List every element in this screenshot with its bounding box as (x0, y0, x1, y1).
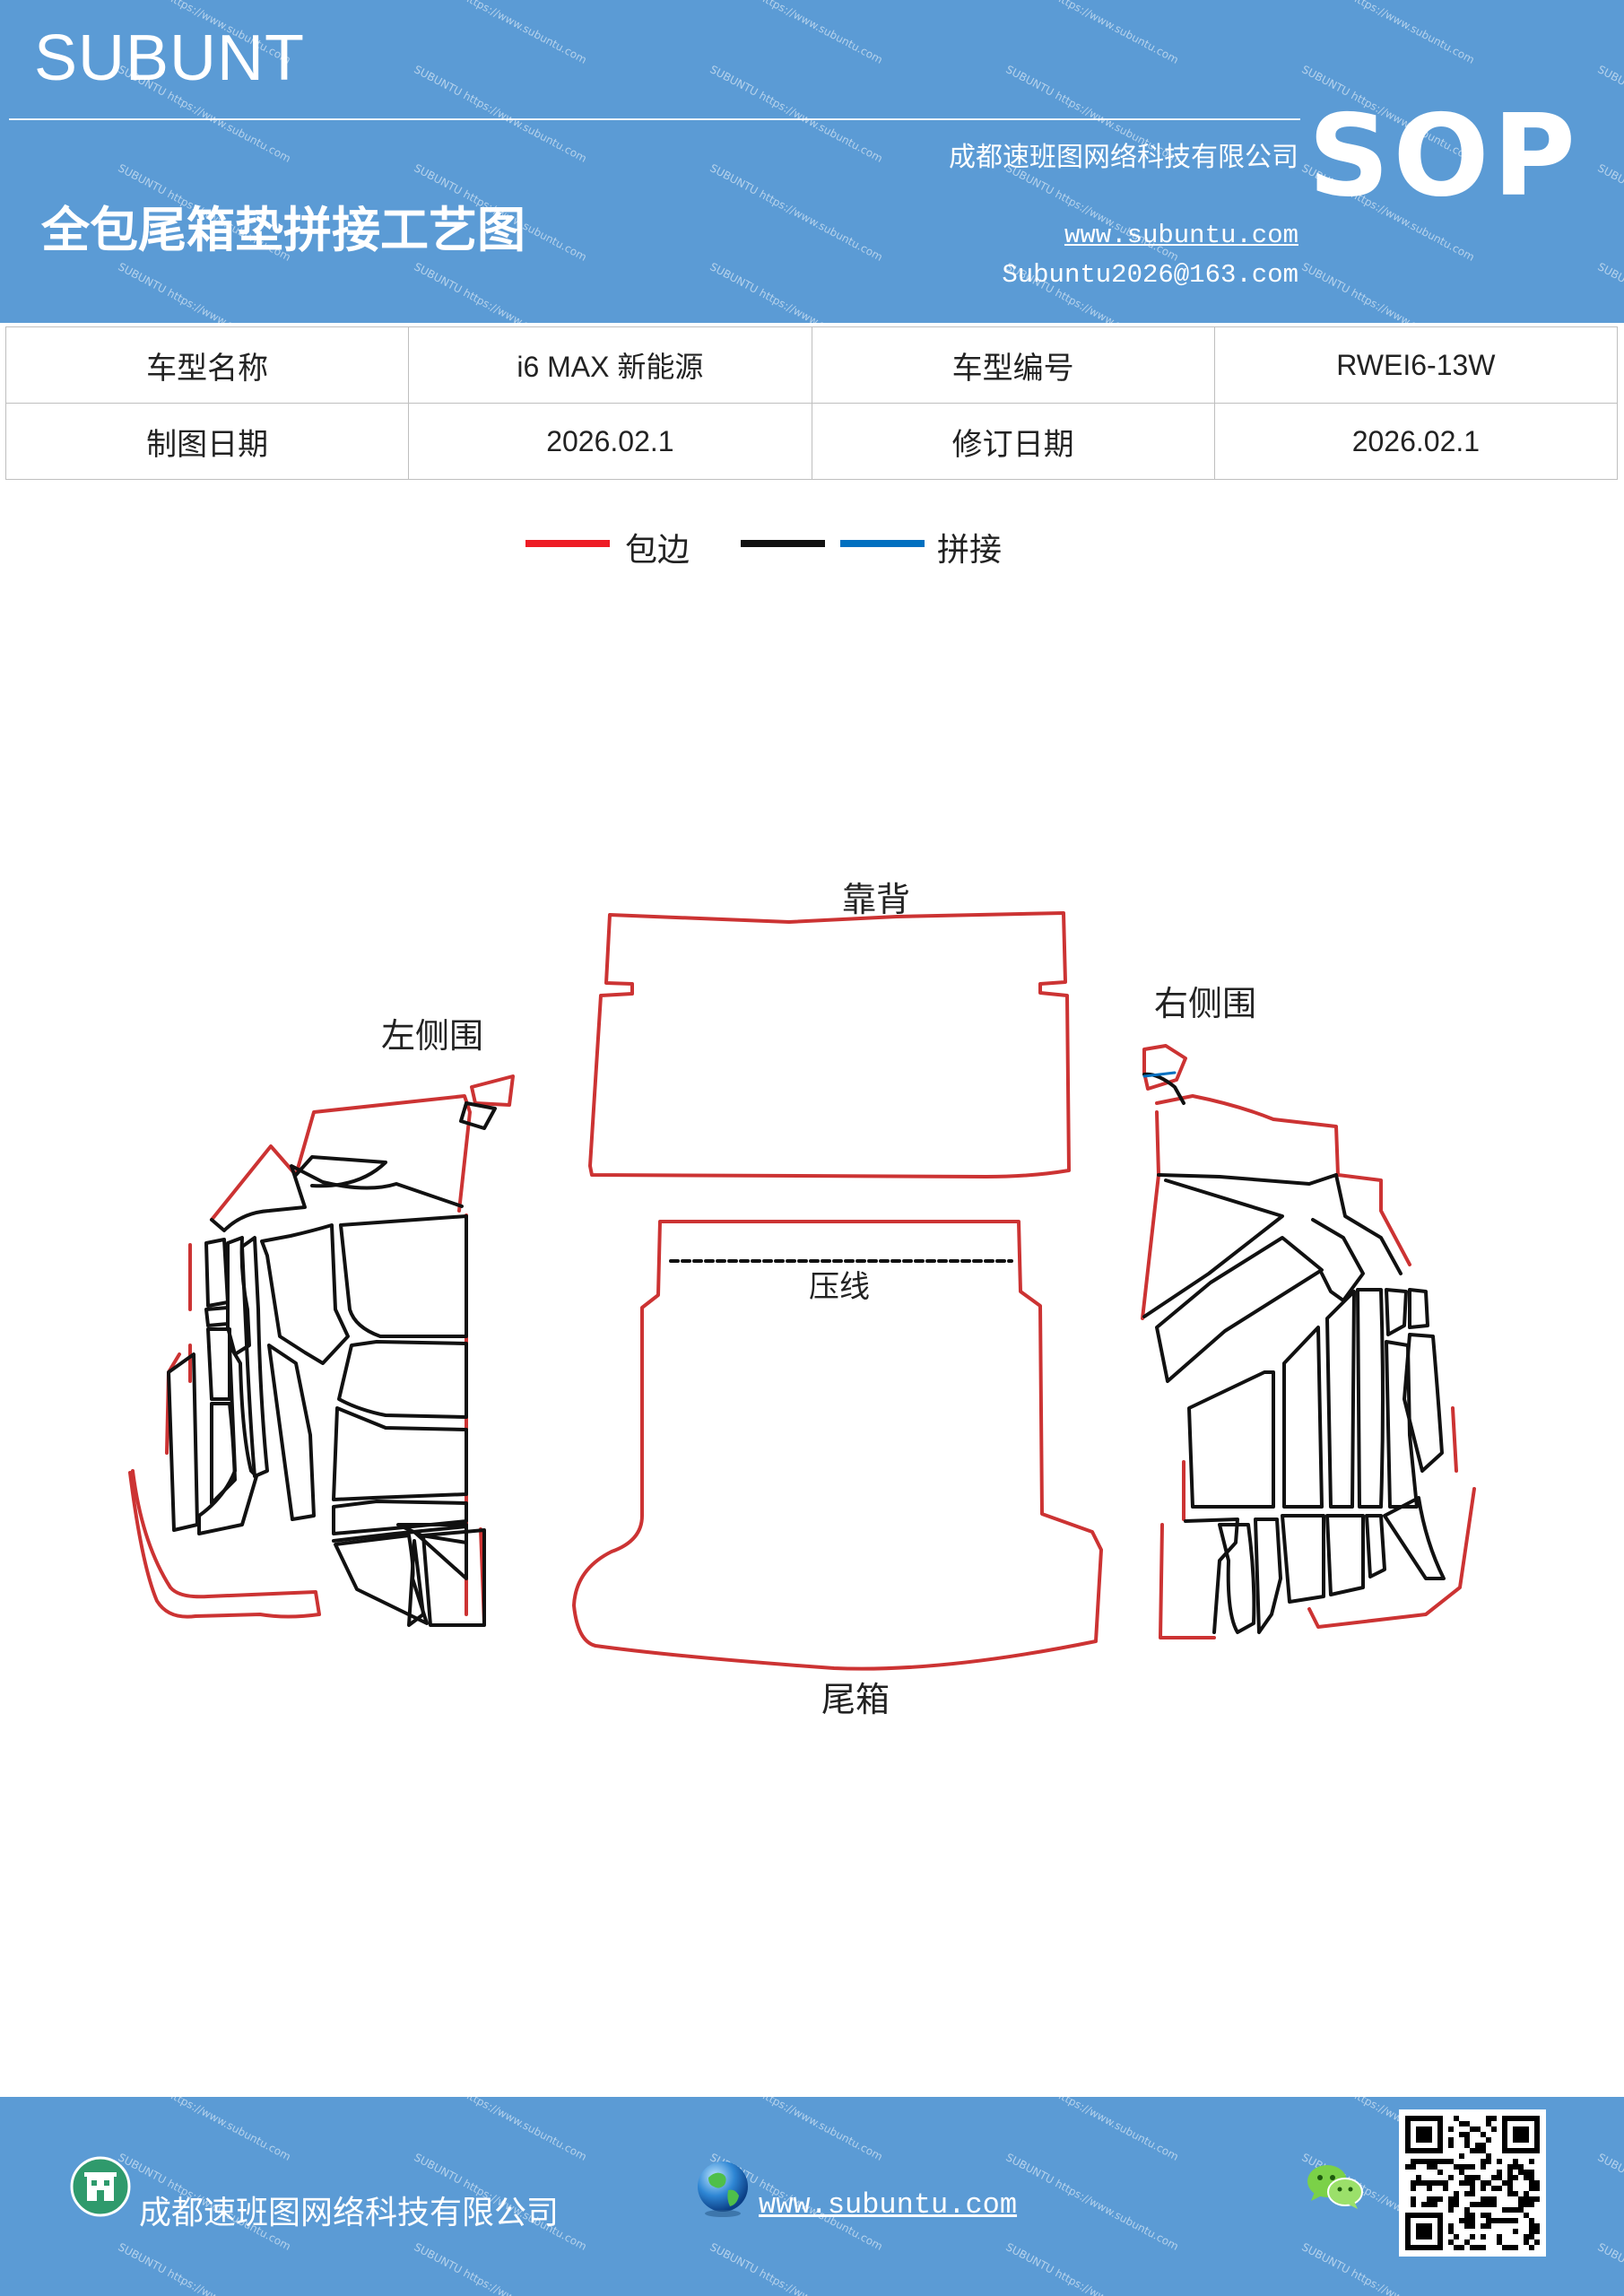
model-code-value: RWEI6-13W (1213, 326, 1619, 404)
legend-edge-swatch (525, 540, 610, 547)
sop-badge: SOP (1307, 90, 1579, 222)
brand-logo: SUBUNT (34, 22, 306, 94)
email-address: Subuntu2026@163.com (1002, 260, 1298, 290)
header-divider (9, 118, 1300, 120)
footer-website-link[interactable]: www.subuntu.com (759, 2188, 1018, 2222)
backrest-piece (588, 911, 1071, 1178)
crease-label: 压线 (809, 1269, 870, 1305)
legend-seam-label: 拼接 (937, 532, 1003, 569)
watermark-text: SUBUNTU https://www.subuntu.com (412, 2240, 589, 2296)
watermark-text: SUBUNTU https://www.subuntu.com (1003, 2151, 1181, 2253)
draw-date-label: 制图日期 (4, 403, 410, 480)
left-side-seams (167, 1101, 497, 1627)
legend-seam-blue-swatch (840, 540, 925, 547)
right-side-lower-edge (1159, 1460, 1216, 1639)
vehicle-info-table: 车型名称 i6 MAX 新能源 车型编号 RWEI6-13W 制图日期 2026… (4, 326, 1619, 480)
footer-company-name: 成都速班图网络科技有限公司 (139, 2195, 560, 2231)
model-name-label: 车型名称 (4, 326, 410, 404)
wechat-icon[interactable] (1304, 2160, 1367, 2213)
right-side-seams (1142, 1072, 1446, 1634)
right-side-front-edge (1141, 1110, 1476, 1629)
watermark-text: SUBUNTU https://www.subuntu.com (116, 2240, 293, 2296)
left-side-outer-edge (128, 1469, 321, 1619)
table-row: 车型名称 i6 MAX 新能源 车型编号 RWEI6-13W (4, 326, 1619, 404)
watermark-text: SUBUNTU https://www.subuntu.com (412, 2097, 589, 2163)
table-row: 制图日期 2026.02.1 修订日期 2026.02.1 (4, 403, 1619, 480)
globe-icon (698, 2161, 748, 2217)
legend-edge-label: 包边 (625, 532, 690, 569)
left-side-upper-edge (210, 1094, 472, 1222)
right-side-inner-edge (1142, 1044, 1187, 1091)
watermark-text: SUBUNTU https://www.subuntu.com (1595, 2240, 1624, 2296)
right-side-label: 右侧围 (1154, 984, 1256, 1023)
left-side-label: 左侧围 (381, 1016, 483, 1056)
draw-date-value: 2026.02.1 (408, 403, 812, 480)
building-icon (70, 2156, 131, 2217)
trunk-label: 尾箱 (821, 1680, 890, 1719)
legend-seam-black-swatch (741, 540, 825, 547)
watermark-text: SUBUNTU https://www.subuntu.com (708, 2097, 885, 2163)
watermark-text: SUBUNTU https://www.subuntu.com (708, 2240, 885, 2296)
backrest-label: 靠背 (842, 880, 910, 919)
qr-code-pattern (1405, 2116, 1540, 2250)
watermark-text: SUBUNTU https://www.subuntu.com (1595, 2151, 1624, 2253)
left-side-tab-edge (470, 1074, 515, 1107)
blue-seam-hint (1142, 1071, 1177, 1078)
legend: 包边 拼接 (0, 520, 1624, 574)
revision-date-value: 2026.02.1 (1213, 403, 1619, 480)
document-title: 全包尾箱垫拼接工艺图 (41, 201, 525, 258)
model-name-value: i6 MAX 新能源 (408, 326, 812, 404)
model-code-label: 车型编号 (811, 326, 1215, 404)
watermark-text: SUBUNTU https://www.subuntu.com (116, 2097, 293, 2163)
watermark-text: SUBUNTU https://www.subuntu.com (1003, 2240, 1181, 2296)
revision-date-label: 修订日期 (811, 403, 1215, 480)
watermark-text: SUBUNTU https://www.subuntu.com (1003, 2097, 1181, 2163)
trunk-piece (572, 1220, 1103, 1671)
website-link[interactable]: www.subuntu.com (1064, 221, 1298, 250)
qr-code[interactable] (1399, 2109, 1546, 2257)
company-name: 成都速班图网络科技有限公司 (949, 142, 1298, 173)
left-side-rear-edge (465, 1213, 486, 1625)
